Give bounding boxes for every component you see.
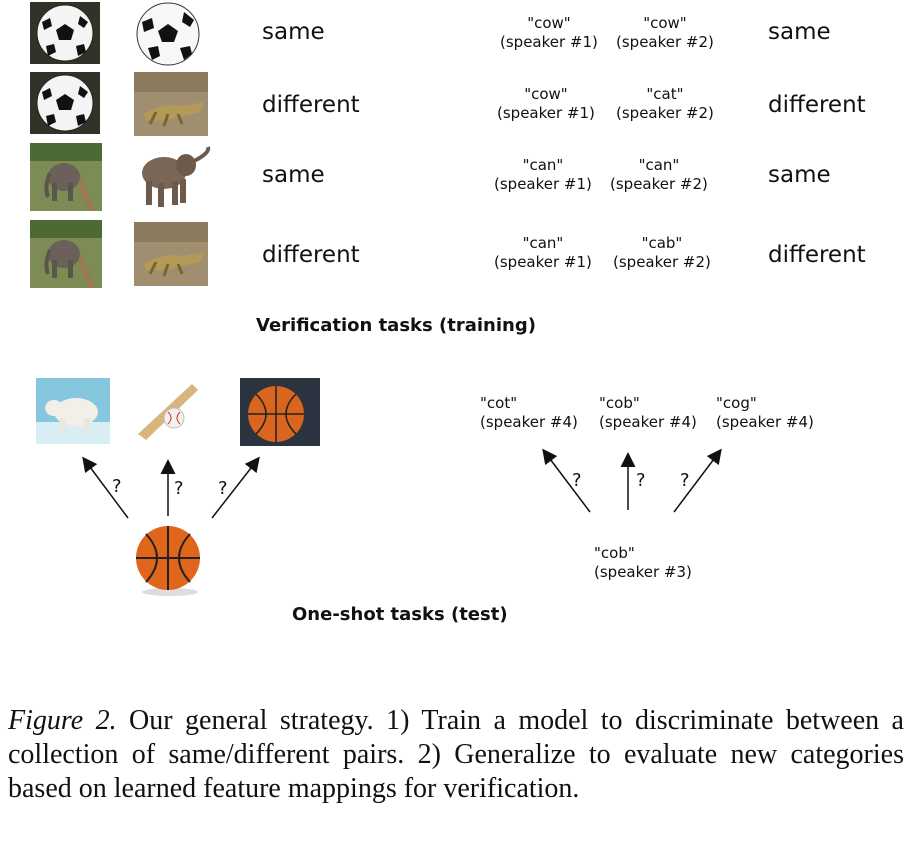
audio-word-2: "cat"(speaker #2) [616, 85, 714, 123]
question-mark: ? [680, 470, 690, 491]
audio-word-1: "cow"(speaker #1) [497, 85, 595, 123]
word-text: "can" [638, 156, 680, 174]
elephant-image [134, 143, 214, 211]
word-text: "cab" [641, 234, 683, 252]
audio-word-2: "can"(speaker #2) [610, 156, 708, 194]
word-text: "cot" [480, 394, 518, 412]
candidate-audio-3: "cog"(speaker #4) [716, 394, 814, 432]
word-text: "cow" [527, 14, 571, 32]
baseball-bat-image [132, 378, 204, 444]
audio-pair-label: same [768, 19, 831, 45]
polar-bear-image [36, 378, 110, 444]
word-text: "cow" [643, 14, 687, 32]
speaker-text: (speaker #4) [716, 413, 814, 431]
question-mark: ? [112, 476, 122, 497]
candidate-audio-2: "cob"(speaker #4) [599, 394, 697, 432]
image-pair-label: different [262, 92, 360, 118]
basketball-query-image [130, 522, 206, 598]
candidate-audio-1: "cot"(speaker #4) [480, 394, 578, 432]
figure-caption: Figure 2. Our general strategy. 1) Train… [8, 704, 904, 806]
crocodile-image [134, 222, 208, 286]
soccer-ball-image [134, 0, 202, 68]
speaker-text: (speaker #1) [497, 104, 595, 122]
question-mark: ? [636, 470, 646, 491]
speaker-text: (speaker #2) [616, 33, 714, 51]
word-text: "cog" [716, 394, 757, 412]
speaker-text: (speaker #3) [594, 563, 692, 581]
speaker-text: (speaker #4) [599, 413, 697, 431]
audio-pair-label: different [768, 92, 866, 118]
figure-label: Figure 2. [8, 705, 117, 736]
word-text: "cob" [599, 394, 640, 412]
audio-pair-label: different [768, 242, 866, 268]
crocodile-image [134, 72, 208, 136]
verification-title: Verification tasks (training) [256, 315, 536, 336]
audio-word-1: "can"(speaker #1) [494, 156, 592, 194]
word-text: "cow" [524, 85, 568, 103]
speaker-text: (speaker #1) [500, 33, 598, 51]
image-pair-label: same [262, 19, 325, 45]
soccer-ball-image [30, 2, 100, 64]
audio-word-2: "cab"(speaker #2) [613, 234, 711, 272]
soccer-ball-image [30, 72, 100, 134]
speaker-text: (speaker #4) [480, 413, 578, 431]
word-text: "cat" [646, 85, 684, 103]
audio-word-1: "cow"(speaker #1) [500, 14, 598, 52]
elephant-image [30, 220, 102, 288]
elephant-image [30, 143, 102, 211]
audio-word-2: "cow"(speaker #2) [616, 14, 714, 52]
question-mark: ? [174, 478, 184, 499]
word-text: "can" [522, 234, 564, 252]
speaker-text: (speaker #1) [494, 253, 592, 271]
query-audio: "cob"(speaker #3) [594, 544, 692, 582]
speaker-text: (speaker #2) [616, 104, 714, 122]
audio-pair-label: same [768, 162, 831, 188]
basketball-image [240, 378, 320, 446]
audio-word-1: "can"(speaker #1) [494, 234, 592, 272]
image-pair-label: different [262, 242, 360, 268]
speaker-text: (speaker #1) [494, 175, 592, 193]
speaker-text: (speaker #2) [613, 253, 711, 271]
oneshot-title: One-shot tasks (test) [292, 604, 508, 625]
word-text: "cob" [594, 544, 635, 562]
question-mark: ? [572, 470, 582, 491]
speaker-text: (speaker #2) [610, 175, 708, 193]
question-mark: ? [218, 478, 228, 499]
image-pair-label: same [262, 162, 325, 188]
caption-text: Our general strategy. 1) Train a model t… [8, 705, 904, 804]
word-text: "can" [522, 156, 564, 174]
